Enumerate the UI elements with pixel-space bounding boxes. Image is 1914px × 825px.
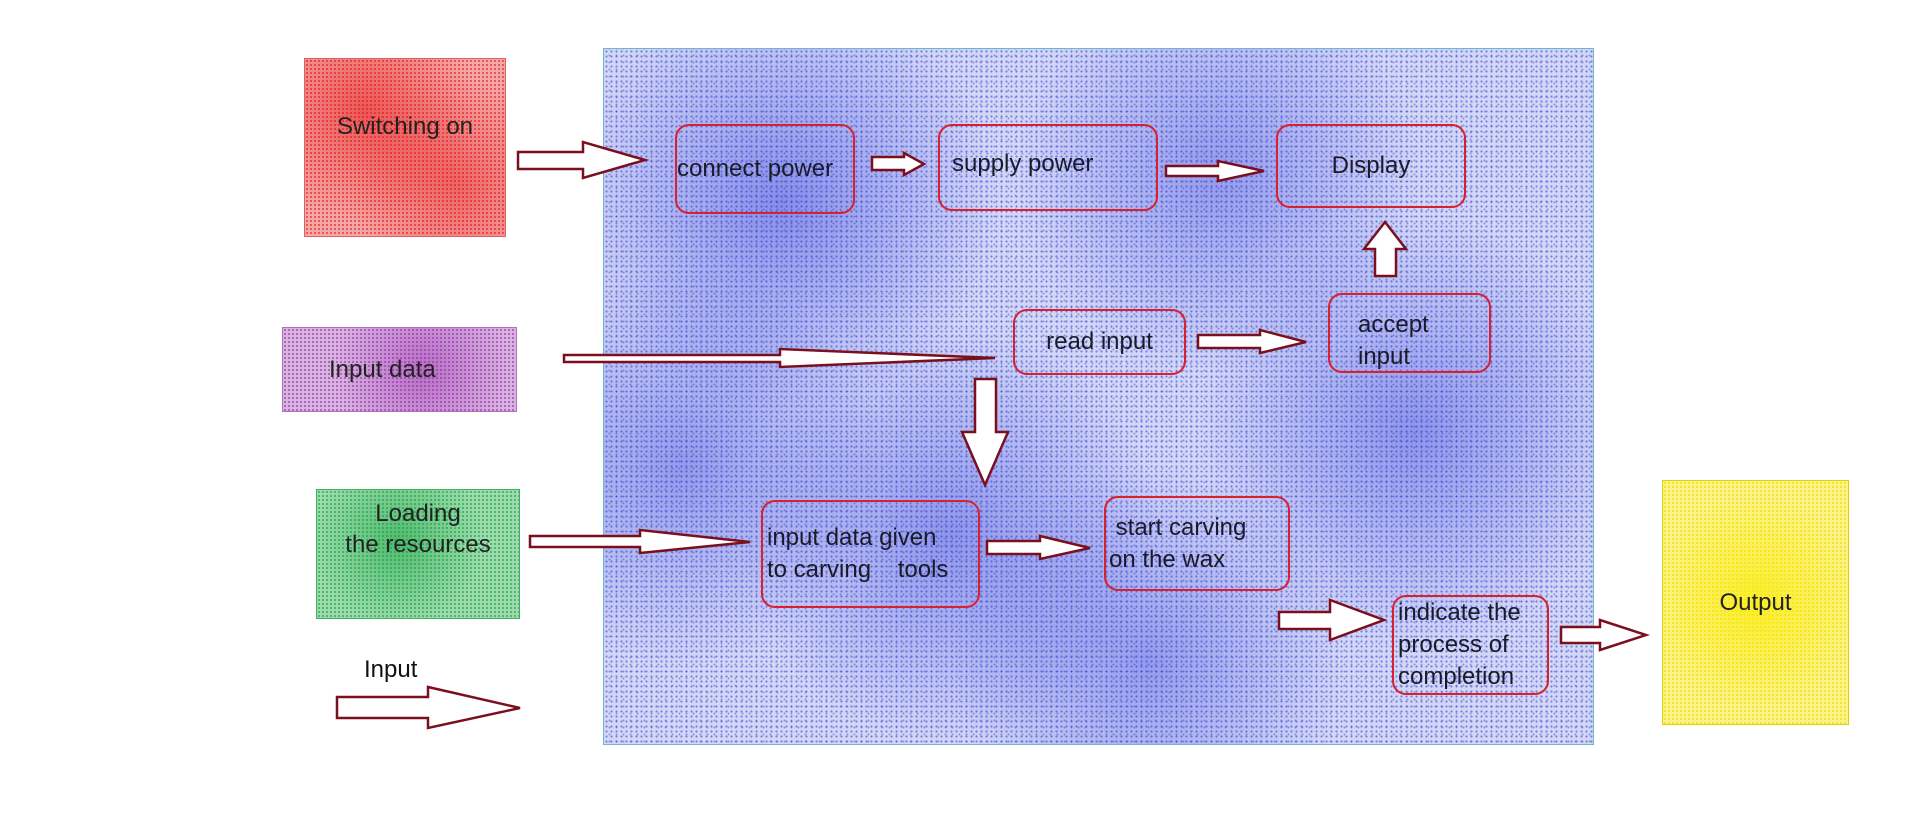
- arrow-accept-to-display: [1361, 219, 1409, 278]
- arrow-carving-to-indicate: [1277, 598, 1388, 642]
- indicate-line1: indicate the: [1398, 599, 1521, 626]
- accept-input-line2: input: [1358, 343, 1411, 370]
- accept-input-step: accept input: [1328, 293, 1491, 373]
- arrow-read-to-accept: [1196, 328, 1307, 355]
- read-input-label: read input: [1046, 328, 1153, 355]
- display-step: Display: [1276, 124, 1466, 208]
- input-given-step: input data given to carving tools: [761, 500, 980, 608]
- loading-resources-box: Loading the resources: [316, 489, 520, 619]
- input-given-line2: to carving tools: [767, 556, 949, 583]
- start-carving-line2: on the wax: [1109, 545, 1226, 573]
- output-label: Output: [1719, 589, 1792, 616]
- arrow-switching-to-connect: [516, 140, 650, 180]
- arrow-connect-to-supply: [870, 150, 927, 178]
- switching-on-box: Switching on: [304, 58, 506, 237]
- arrow-read-to-input-given: [960, 377, 1010, 489]
- arrow-supply-to-display: [1164, 159, 1265, 183]
- connect-power-label: connect power: [677, 155, 834, 182]
- legend-input-label: Input: [364, 656, 418, 683]
- supply-power-label: supply power: [952, 150, 1094, 177]
- start-carving-line1: start carving: [1109, 513, 1247, 541]
- indicate-completion-step: indicate the process of completion: [1392, 595, 1549, 695]
- loading-label-line2: the resources: [345, 531, 491, 558]
- indicate-line3: completion: [1398, 663, 1515, 690]
- input-data-box: Input data: [282, 327, 517, 412]
- output-box: Output: [1662, 480, 1849, 725]
- switching-on-label: Switching on: [336, 113, 474, 140]
- supply-power-step: supply power: [938, 124, 1158, 211]
- accept-input-line1: accept: [1358, 311, 1429, 338]
- input-given-line1: input data given: [767, 524, 937, 551]
- arrow-loading-to-input-given: [528, 528, 751, 555]
- start-carving-step: start carving on the wax: [1104, 496, 1290, 591]
- display-label: Display: [1331, 152, 1411, 179]
- indicate-line2: process of: [1398, 631, 1509, 658]
- arrow-indicate-to-output: [1559, 618, 1651, 652]
- connect-power-step: connect power: [675, 124, 855, 214]
- legend-arrow: [335, 685, 521, 730]
- arrow-input-given-to-carving: [985, 534, 1091, 561]
- read-input-step: read input: [1013, 309, 1186, 375]
- arrow-input-data-to-read: [562, 347, 996, 369]
- loading-label-line1: Loading: [375, 500, 461, 527]
- process-panel: [603, 48, 1594, 745]
- input-data-label: Input data: [329, 356, 436, 383]
